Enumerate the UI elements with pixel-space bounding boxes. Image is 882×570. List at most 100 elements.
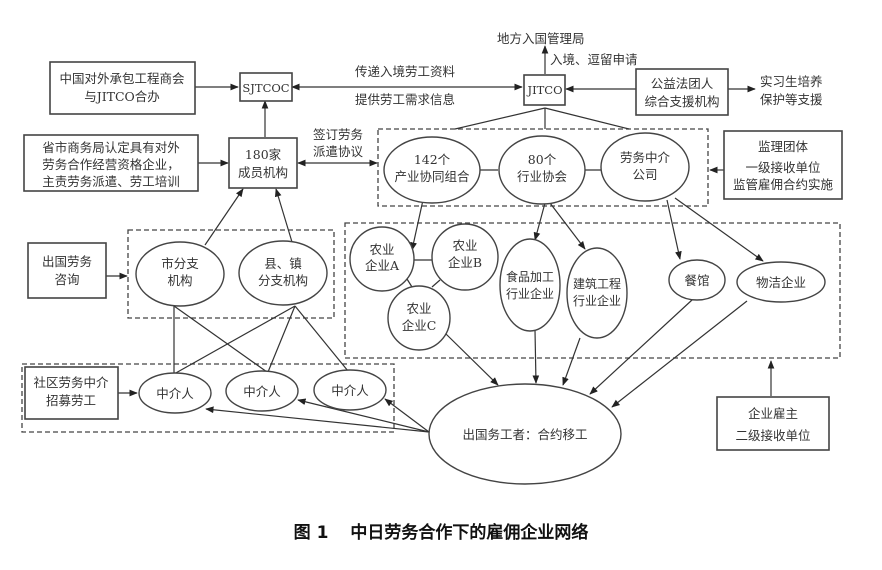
node-label: 保护等支援 <box>760 92 823 107</box>
node-label: 分支机构 <box>258 273 308 288</box>
node-label: JITCO <box>526 83 562 97</box>
node-label: 实习生培养 <box>760 74 823 89</box>
node-county-branch: 县、镇 分支机构 <box>238 240 328 306</box>
edge-cleaning-workers <box>611 300 748 408</box>
figure-number: 图 1 <box>293 523 329 543</box>
node-label: 劳务中介 <box>620 150 671 165</box>
edge-80-construction <box>549 202 586 250</box>
node-label: 企业C <box>402 318 437 333</box>
node-label: 二级接收单位 <box>735 428 810 443</box>
node-label: 企业A <box>365 258 400 273</box>
edge-restaurant-workers <box>589 299 693 395</box>
node-label: 机构 <box>167 273 192 288</box>
edge-jitco-agency <box>544 107 630 130</box>
node-142-associations: 142个 产业协同组合 <box>383 136 481 204</box>
node-label: 一级接收单位 <box>745 160 820 175</box>
node-overseas-consult: 出国劳务 咨询 <box>27 242 107 299</box>
node-public-org: 公益法团人 综合支援机构 <box>635 68 729 116</box>
node-intermediary-3: 中介人 <box>313 369 387 411</box>
node-label: 省市商务局认定具有对外 <box>42 140 180 155</box>
node-sjtcoc: SJTCOC <box>239 72 293 102</box>
node-employer: 企业雇主 二级接收单位 <box>716 396 830 451</box>
edge-agency-cleaning <box>674 197 764 262</box>
node-immigration: 地方入国管理局 <box>497 31 585 46</box>
intermediary-group-frame <box>21 363 395 433</box>
node-agri-c: 农业 企业C <box>387 285 451 351</box>
node-label: 142个 <box>414 152 451 167</box>
edge-jitco-142 <box>454 107 546 130</box>
node-label: 农业 <box>406 301 431 316</box>
node-labor-agency: 劳务中介 公司 <box>600 132 690 202</box>
node-label: 建筑工程 <box>573 276 621 291</box>
edge-agency-restaurant <box>666 199 682 260</box>
node-workers: 出国务工者：合约移工 <box>428 383 622 485</box>
node-cleaning: 物洁企业 <box>736 261 826 303</box>
node-label: 社区劳务中介 <box>33 375 109 390</box>
node-supervisor: 监理团体 一级接收单位 监管雇佣合约实施 <box>723 130 843 200</box>
edge-142-agriA <box>410 199 424 251</box>
node-agri-b: 农业 企业B <box>431 223 499 291</box>
edge-80-food <box>533 202 546 241</box>
edge-county-inter2 <box>267 305 296 373</box>
node-label: 产业协同组合 <box>394 169 470 184</box>
edge-label-entry-apply: 入境、逗留申请 <box>550 52 638 67</box>
node-label: 行业企业 <box>506 286 554 301</box>
node-label: 招募劳工 <box>46 393 96 408</box>
node-label: 与JITCO合办 <box>84 89 160 104</box>
edge-label-demand-info: 提供劳工需求信息 <box>355 92 455 107</box>
node-provincial-enterprises: 省市商务局认定具有对外 劳务合作经营资格企业， 主责劳务派遣、劳工培训 <box>23 134 199 192</box>
edge-food-workers <box>532 329 540 384</box>
node-label: 咨询 <box>54 272 79 287</box>
edge-city-inter2 <box>173 305 268 373</box>
node-city-branch: 市分支 机构 <box>135 241 225 307</box>
node-agri-a: 农业 企业A <box>349 226 415 292</box>
node-80-associations: 80个 行业协会 <box>498 135 586 205</box>
edge-county-member <box>274 188 293 243</box>
edge-label-dispatch: 签订劳务 <box>313 127 363 142</box>
node-180-members: 180家 成员机构 <box>228 137 298 189</box>
node-intern-support: 实习生培养 保护等支援 <box>760 74 823 107</box>
node-china-contractors: 中国对外承包工程商会 与JITCO合办 <box>49 61 196 115</box>
edge-workers-inter1 <box>205 406 430 433</box>
edge-workers-inter3 <box>384 398 430 433</box>
node-label: 行业协会 <box>517 169 568 184</box>
edge-county-inter1 <box>173 305 296 375</box>
node-label: 餐馆 <box>684 273 709 288</box>
edge-agriC-workers <box>445 333 499 386</box>
edge-construction-workers <box>562 337 581 386</box>
edge-city-member <box>204 188 244 246</box>
node-label: 农业 <box>452 238 477 253</box>
node-label: 成员机构 <box>238 165 288 180</box>
node-label: 主责劳务派遣、劳工培训 <box>42 174 180 189</box>
edge-workers-inter2 <box>297 398 430 433</box>
node-label: SJTCOC <box>242 81 289 95</box>
node-label: 出国务工者：合约移工 <box>462 427 587 442</box>
node-label: 食品加工 <box>506 269 554 284</box>
node-construction: 建筑工程 行业企业 <box>566 247 628 339</box>
figure-title: 中日劳务合作下的雇佣企业网络 <box>350 523 589 543</box>
node-restaurant: 餐馆 <box>668 259 726 301</box>
edge-agriA-agriC <box>406 278 413 288</box>
figure-caption: 图 1 中日劳务合作下的雇佣企业网络 <box>0 518 882 543</box>
node-label: 劳务合作经营资格企业， <box>42 157 180 172</box>
node-label: 180家 <box>245 147 282 162</box>
node-label: 监管雇佣合约实施 <box>733 177 834 192</box>
node-label: 监理团体 <box>758 139 809 154</box>
node-jitco: JITCO <box>523 74 566 106</box>
node-label: 中介人 <box>156 386 194 401</box>
node-label: 市分支 <box>161 256 199 271</box>
node-label: 县、镇 <box>264 256 302 271</box>
node-intermediary-1: 中介人 <box>138 372 212 414</box>
node-label: 中国对外承包工程商会 <box>59 71 185 86</box>
edge-agriB-agriC <box>431 279 441 288</box>
node-label: 企业B <box>448 255 482 270</box>
enterprise-group-frame <box>344 222 841 359</box>
node-community-agency: 社区劳务中介 招募劳工 <box>24 366 119 420</box>
node-label: 综合支援机构 <box>644 94 719 109</box>
node-label: 农业 <box>369 242 394 257</box>
branch-group-frame <box>127 229 335 319</box>
edge-label-dispatch: 派遣协议 <box>313 144 364 159</box>
edge-county-inter3 <box>294 305 349 372</box>
node-label: 中介人 <box>331 383 369 398</box>
